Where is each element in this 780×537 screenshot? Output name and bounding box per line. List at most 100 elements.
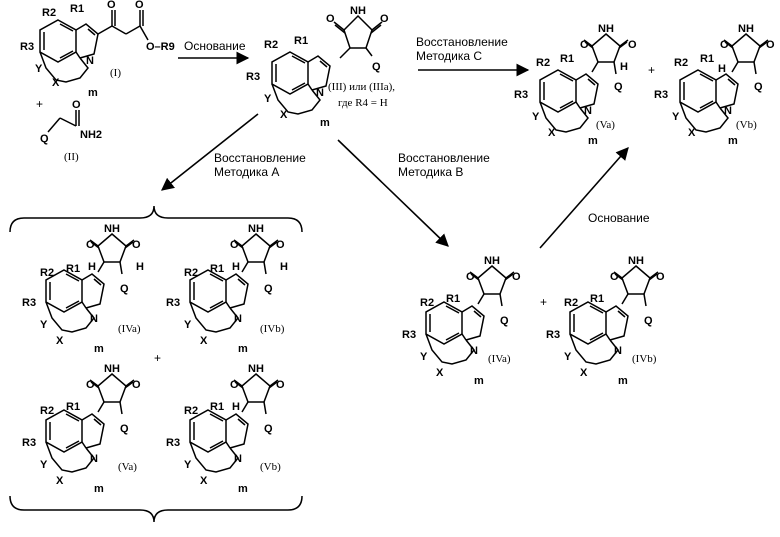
atom-nh: NH — [598, 23, 614, 35]
atom-h: H — [620, 61, 628, 73]
arrow-reduction-a — [160, 113, 259, 191]
atom-n: N — [470, 345, 478, 357]
atom-y: Y — [35, 63, 43, 75]
atom-o: O — [107, 0, 116, 11]
arrow-base-right — [539, 147, 629, 249]
compound-ivb-label: (IVb) — [260, 323, 285, 335]
atom-n: N — [584, 105, 592, 117]
bottom-brace — [9, 495, 303, 523]
atom-n: N — [234, 453, 242, 465]
atom-o: O — [86, 239, 95, 251]
atom-q: Q — [40, 133, 49, 145]
atom-n: N — [316, 87, 324, 99]
plus-sign: + — [648, 63, 655, 77]
label-base: Основание — [184, 39, 246, 53]
atom-nh: NH — [248, 223, 264, 235]
atom-m: m — [88, 87, 98, 99]
atom-r2: R2 — [564, 297, 578, 309]
atom-o: O — [86, 379, 95, 391]
atom-o: O — [656, 271, 665, 283]
atom-m: m — [728, 135, 738, 147]
label-reduction-c-1: Восстановление — [416, 35, 508, 49]
atom-m: m — [320, 117, 330, 129]
atom-r1: R1 — [560, 53, 574, 65]
atom-nh2: NH2 — [80, 129, 102, 141]
atom-r3: R3 — [166, 437, 180, 449]
atom-m: m — [94, 483, 104, 495]
atom-nh: NH — [248, 363, 264, 375]
atom-q: Q — [120, 423, 129, 435]
atom-nh: NH — [350, 5, 366, 17]
label-reduction-a-2: Методика A — [214, 165, 279, 179]
atom-r2: R2 — [40, 267, 54, 279]
atom-m: m — [94, 343, 104, 355]
atom-x: X — [280, 109, 288, 121]
atom-n: N — [234, 313, 242, 325]
atom-r2: R2 — [420, 297, 434, 309]
atom-y: Y — [564, 351, 572, 363]
atom-q: Q — [264, 283, 273, 295]
atom-r3: R3 — [22, 437, 36, 449]
atom-r3: R3 — [20, 41, 34, 53]
atom-x: X — [580, 367, 588, 379]
atom-nh: NH — [104, 363, 120, 375]
atom-r1: R1 — [66, 401, 80, 413]
atom-o: O — [466, 271, 475, 283]
compound-ivb-label: (IVb) — [632, 353, 657, 365]
atom-r1: R1 — [210, 401, 224, 413]
atom-n: N — [90, 313, 98, 325]
atom-o: O — [276, 379, 285, 391]
atom-o: O — [230, 239, 239, 251]
atom-h: H — [136, 261, 144, 273]
atom-y: Y — [40, 459, 48, 471]
atom-o: O — [230, 379, 239, 391]
atom-n: N — [90, 453, 98, 465]
atom-r2: R2 — [536, 57, 550, 69]
atom-q: Q — [644, 315, 653, 327]
label-reduction-b-2: Методика B — [398, 165, 463, 179]
atom-r1: R1 — [66, 263, 80, 275]
atom-r3: R3 — [166, 297, 180, 309]
atom-o: O — [720, 39, 729, 51]
compound-ii-label: (II) — [64, 151, 79, 163]
compound-iva-label: (IVa) — [118, 323, 141, 335]
compound-i-structure — [39, 10, 149, 83]
compound-iva-label: (IVa) — [488, 353, 511, 365]
atom-m: m — [588, 135, 598, 147]
atom-nh: NH — [628, 255, 644, 267]
atom-r2: R2 — [184, 405, 198, 417]
atom-o: O — [326, 13, 335, 25]
atom-y: Y — [420, 351, 428, 363]
atom-o: O — [580, 39, 589, 51]
atom-x: X — [56, 335, 64, 347]
atom-r2: R2 — [184, 267, 198, 279]
atom-nh: NH — [738, 23, 754, 35]
label-reduction-c-2: Методика C — [416, 49, 482, 63]
atom-m: m — [618, 375, 628, 387]
atom-q: Q — [372, 61, 381, 73]
atom-x: X — [56, 475, 64, 487]
compound-iii-structure — [271, 14, 383, 115]
atom-r2: R2 — [40, 405, 54, 417]
atom-h: H — [232, 261, 240, 273]
compound-vb-label: (Vb) — [736, 119, 757, 131]
condition-line2: где R4 = H — [338, 97, 388, 109]
plus-sign: + — [36, 97, 43, 111]
compound-ii-structure — [47, 110, 80, 133]
atom-r1: R1 — [590, 293, 604, 305]
atom-r3: R3 — [402, 329, 416, 341]
atom-h: H — [718, 63, 726, 75]
atom-o: O — [132, 379, 141, 391]
atom-n: N — [724, 105, 732, 117]
atom-o: O — [135, 0, 144, 11]
atom-o: O — [610, 271, 619, 283]
atom-y: Y — [264, 93, 272, 105]
atom-q: Q — [120, 283, 129, 295]
atom-o: O — [380, 13, 389, 25]
atom-o: O — [512, 271, 521, 283]
atom-y: Y — [184, 319, 192, 331]
atom-r3: R3 — [546, 329, 560, 341]
atom-o: O — [276, 239, 285, 251]
atom-r3: R3 — [514, 89, 528, 101]
